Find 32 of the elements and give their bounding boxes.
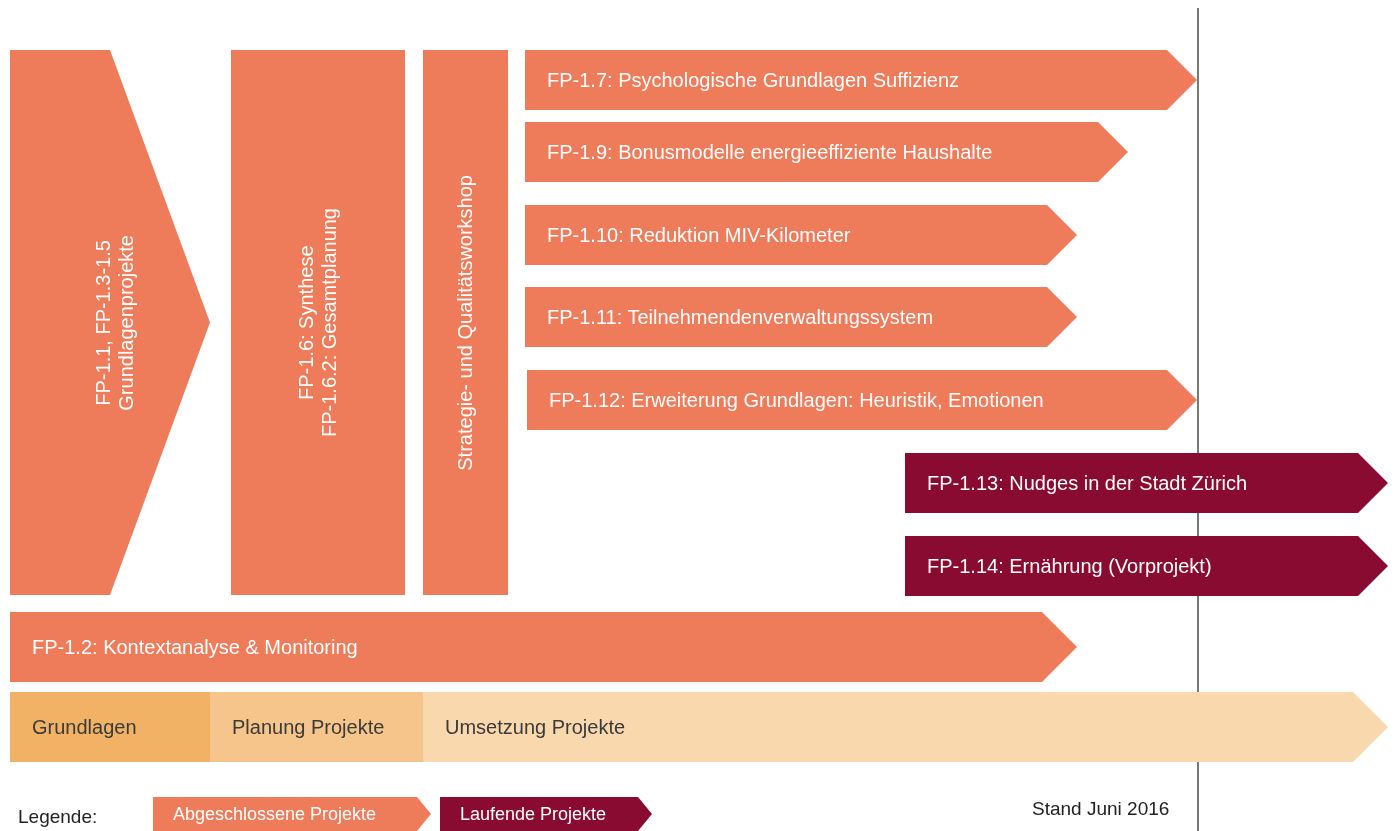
project-label: FP-1.1, FP-1.3-1.5 Grundlagenprojekte bbox=[92, 234, 138, 411]
legend-label: Laufende Projekte bbox=[460, 804, 607, 825]
project-label: FP-1.6: Synthese FP-1.6.2: Gesamtplanung bbox=[295, 208, 341, 437]
project-label: Strategie- und Qualitätsworkshop bbox=[454, 174, 477, 471]
project-bar bbox=[10, 612, 1077, 682]
project-bar bbox=[905, 453, 1388, 513]
phase-band bbox=[210, 692, 423, 762]
legend-title: Legende: bbox=[18, 806, 98, 828]
status-date: Stand Juni 2016 bbox=[1032, 798, 1170, 820]
phase-label: Planung Projekte bbox=[232, 715, 385, 739]
project-label: FP-1.12: Erweiterung Grundlagen: Heuristik, Emotionen bbox=[549, 388, 1044, 412]
project-bar bbox=[905, 536, 1388, 596]
project-bar bbox=[525, 205, 1077, 265]
phase-band bbox=[423, 692, 1388, 762]
project-bar bbox=[525, 50, 1197, 110]
phase-label: Grundlagen bbox=[32, 715, 137, 739]
legend-label: Abgeschlossene Projekte bbox=[173, 804, 377, 825]
project-label: FP-1.10: Reduktion MIV-Kilometer bbox=[547, 223, 851, 247]
project-label: FP-1.2: Kontextanalyse & Monitoring bbox=[32, 635, 358, 659]
project-label: FP-1.7: Psychologische Grundlagen Suffizienz bbox=[547, 68, 960, 92]
project-bar bbox=[525, 287, 1077, 347]
project-label: FP-1.14: Ernährung (Vorprojekt) bbox=[927, 554, 1212, 578]
project-label: FP-1.13: Nudges in der Stadt Zürich bbox=[927, 471, 1248, 495]
project-bar bbox=[527, 370, 1197, 430]
phase-band bbox=[10, 692, 210, 762]
project-block bbox=[10, 50, 210, 595]
project-bar bbox=[423, 50, 508, 595]
project-bar bbox=[525, 122, 1128, 182]
project-label: FP-1.11: Teilnehmendenverwaltungssystem bbox=[547, 305, 934, 329]
phase-label: Umsetzung Projekte bbox=[445, 715, 626, 739]
project-label: FP-1.9: Bonusmodelle energieeffiziente Haushalte bbox=[547, 140, 993, 164]
project-bar bbox=[231, 50, 405, 595]
